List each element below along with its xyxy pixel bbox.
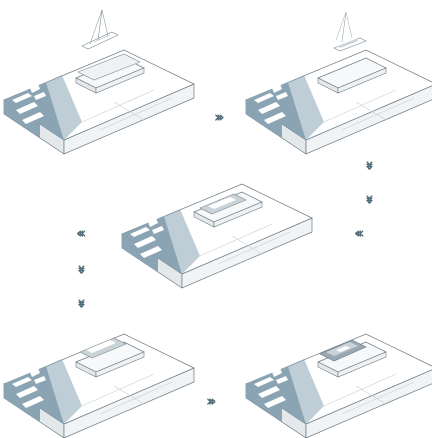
panel-step-2 (246, 12, 432, 154)
arrow-left-2-icon: ‹‹‹ (76, 226, 83, 241)
arrow-down-2-icon: ››› (362, 194, 377, 201)
sailboat-icon (334, 12, 366, 51)
arrow-right-2-icon: ››› (206, 394, 213, 409)
sailboat-icon (82, 10, 118, 49)
arrow-down-1-icon: ››› (362, 160, 377, 167)
arrow-down-3-icon: ››› (74, 264, 89, 271)
arrow-right-1-icon: ››› (214, 110, 221, 125)
panel-step-1 (4, 10, 194, 154)
panel-step-4 (4, 334, 194, 438)
arrow-left-1-icon: ‹‹‹ (354, 226, 361, 241)
arrow-down-4-icon: ››› (74, 298, 89, 305)
panel-step-5 (246, 334, 432, 438)
panel-step-3 (122, 184, 312, 288)
